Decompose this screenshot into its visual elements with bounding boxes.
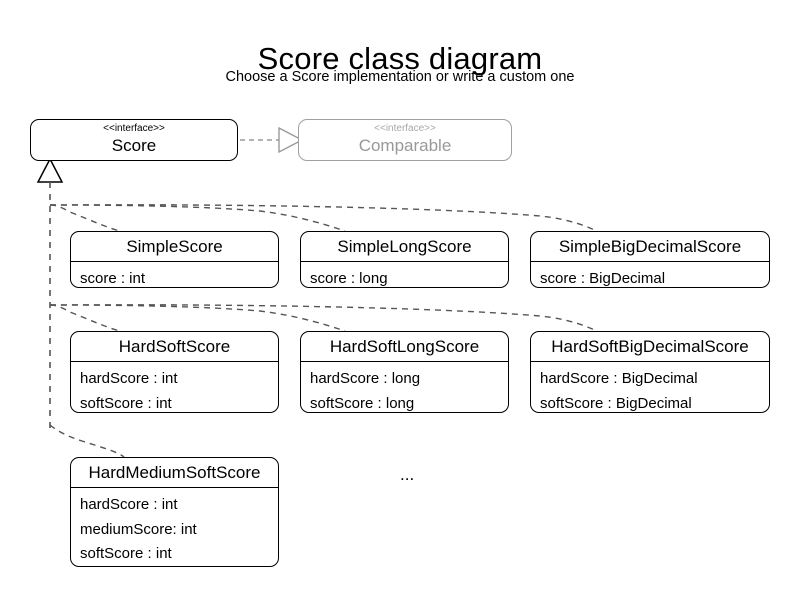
attribute-list: hardScore : int mediumScore: int softSco… xyxy=(71,488,278,566)
class-name-label: HardSoftLongScore xyxy=(329,337,480,356)
box-header-score: <<interface>> Score xyxy=(31,120,237,160)
ellipsis-marker: ... xyxy=(400,465,415,484)
class-box-simple-score[interactable]: SimpleScore score : int xyxy=(70,231,279,288)
box-divider xyxy=(71,361,278,362)
inheritance-branches-row1 xyxy=(49,204,598,232)
class-name-label: SimpleLongScore xyxy=(337,237,472,256)
attribute-row: score : BigDecimal xyxy=(540,270,666,287)
class-name-label: SimpleScore xyxy=(126,237,223,256)
page-subtitle: Choose a Score implementation or write a… xyxy=(225,69,575,85)
class-box-simple-long-score[interactable]: SimpleLongScore score : long xyxy=(300,231,509,288)
class-box-hard-medium-soft-score[interactable]: HardMediumSoftScore hardScore : int medi… xyxy=(70,457,279,567)
class-box-hard-soft-long-score[interactable]: HardSoftLongScore hardScore : long softS… xyxy=(300,331,509,413)
box-divider xyxy=(531,261,769,262)
inheritance-triangle xyxy=(36,157,64,183)
class-name-label: HardMediumSoftScore xyxy=(88,463,261,482)
class-box-hard-soft-big-decimal-score[interactable]: HardSoftBigDecimalScore hardScore : BigD… xyxy=(530,331,770,413)
realization-score-comparable xyxy=(240,126,304,154)
attribute-row: score : long xyxy=(310,270,388,287)
class-name-label: Comparable xyxy=(358,136,452,155)
class-name-label: HardSoftScore xyxy=(118,337,231,356)
attribute-row: mediumScore: int xyxy=(80,520,197,538)
inheritance-branches-row2 xyxy=(49,304,598,332)
attribute-row: softScore : BigDecimal xyxy=(540,394,692,412)
attribute-row: hardScore : int xyxy=(80,370,178,387)
box-divider xyxy=(301,361,508,362)
attribute-row: score : int xyxy=(80,270,146,287)
attribute-row: softScore : int xyxy=(80,394,172,412)
class-box-score[interactable]: <<interface>> Score xyxy=(30,119,238,161)
attribute-list: hardScore : int softScore : int xyxy=(71,362,278,412)
class-box-comparable[interactable]: <<interface>> Comparable xyxy=(298,119,512,161)
box-divider xyxy=(531,361,769,362)
attribute-list: score : int xyxy=(71,262,278,287)
class-name-label: Score xyxy=(111,136,157,155)
page-title: Score class diagram xyxy=(257,40,543,76)
class-name-label: HardSoftBigDecimalScore xyxy=(551,337,749,356)
attribute-row: softScore : long xyxy=(310,394,415,412)
box-divider xyxy=(71,261,278,262)
inheritance-branch-bottom xyxy=(49,424,125,458)
class-box-simple-big-decimal-score[interactable]: SimpleBigDecimalScore score : BigDecimal xyxy=(530,231,770,288)
attribute-row: hardScore : long xyxy=(310,370,421,387)
box-divider xyxy=(301,261,508,262)
class-box-hard-soft-score[interactable]: HardSoftScore hardScore : int softScore … xyxy=(70,331,279,413)
box-header-comparable: <<interface>> Comparable xyxy=(299,120,511,160)
box-divider xyxy=(71,487,278,488)
stereotype-label: <<interface>> xyxy=(374,123,436,134)
stereotype-label: <<interface>> xyxy=(103,123,165,134)
attribute-row: softScore : int xyxy=(80,545,172,562)
attribute-list: hardScore : long softScore : long xyxy=(301,362,508,412)
attribute-row: hardScore : BigDecimal xyxy=(540,370,698,387)
attribute-list: hardScore : BigDecimal softScore : BigDe… xyxy=(531,362,769,412)
attribute-list: score : BigDecimal xyxy=(531,262,769,287)
attribute-list: score : long xyxy=(301,262,508,287)
class-name-label: SimpleBigDecimalScore xyxy=(558,237,742,256)
attribute-row: hardScore : int xyxy=(80,496,178,513)
